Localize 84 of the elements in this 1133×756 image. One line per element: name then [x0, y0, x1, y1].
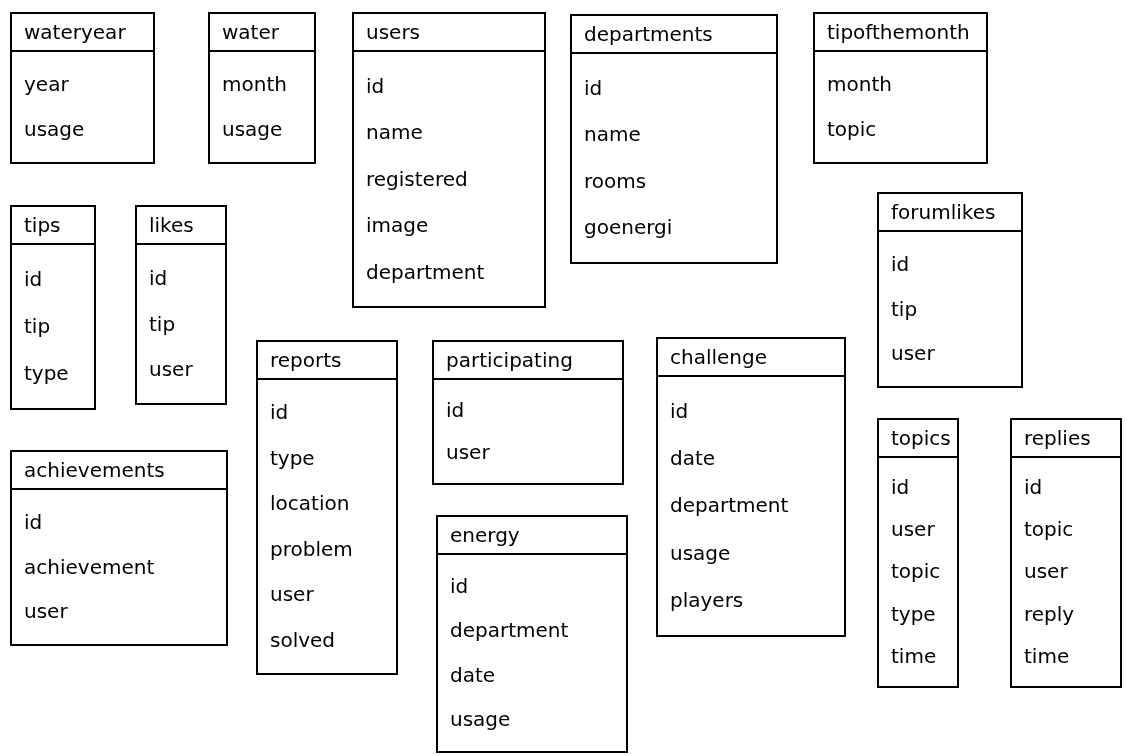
- field-name: user: [24, 599, 68, 625]
- field-name: usage: [222, 117, 283, 142]
- field-name: tip: [149, 311, 176, 337]
- field-name: month: [222, 72, 287, 97]
- field-name: year: [24, 72, 69, 97]
- field-name: location: [270, 491, 350, 517]
- field-name: reply: [1024, 601, 1075, 627]
- field-name: user: [149, 357, 193, 383]
- field-name: tip: [24, 314, 51, 339]
- field-name: department: [450, 618, 569, 644]
- field-name: id: [450, 574, 469, 600]
- table-box: [256, 340, 398, 675]
- table-box: [135, 205, 227, 405]
- table-box: [352, 12, 546, 308]
- field-name: time: [1024, 643, 1070, 669]
- field-name: id: [891, 475, 910, 501]
- field-name: date: [670, 446, 716, 472]
- field-name: type: [270, 445, 315, 471]
- field-name: solved: [270, 627, 336, 653]
- table-name: water: [210, 14, 314, 52]
- field-name: usage: [450, 706, 511, 732]
- field-name: user: [891, 341, 935, 367]
- table-name: departments: [572, 16, 776, 54]
- table-name: replies: [1012, 420, 1120, 458]
- field-name: id: [270, 400, 289, 426]
- field-name: tip: [891, 296, 918, 322]
- table-box: [656, 337, 846, 637]
- field-name: user: [446, 440, 490, 466]
- table-name: tipofthemonth: [815, 14, 986, 52]
- table-box: [208, 12, 316, 164]
- table-box: [877, 418, 959, 688]
- field-name: type: [891, 601, 936, 627]
- field-name: usage: [670, 540, 731, 566]
- field-name: id: [24, 267, 43, 292]
- table-box: [10, 12, 155, 164]
- table-box: [436, 515, 628, 753]
- table-box: [813, 12, 988, 164]
- field-name: id: [446, 397, 465, 423]
- field-name: topic: [891, 559, 941, 585]
- field-name: rooms: [584, 168, 647, 194]
- field-name: image: [366, 213, 429, 238]
- field-name: id: [1024, 475, 1043, 501]
- table-box: [570, 14, 778, 264]
- table-box: [10, 205, 96, 410]
- field-name: department: [670, 493, 789, 519]
- field-name: topic: [827, 117, 877, 142]
- table-name: energy: [438, 517, 626, 555]
- table-box: [10, 450, 228, 646]
- field-name: usage: [24, 117, 85, 142]
- field-name: name: [584, 122, 641, 148]
- field-name: id: [149, 265, 168, 291]
- field-name: date: [450, 662, 496, 688]
- field-name: user: [891, 517, 935, 543]
- table-name: likes: [137, 207, 225, 245]
- field-name: month: [827, 72, 892, 97]
- field-name: user: [270, 582, 314, 608]
- field-name: id: [584, 75, 603, 101]
- field-name: topic: [1024, 517, 1074, 543]
- table-box: [877, 192, 1023, 388]
- field-name: type: [24, 361, 69, 386]
- field-name: name: [366, 120, 423, 145]
- field-name: goenergi: [584, 215, 673, 241]
- field-name: department: [366, 259, 485, 285]
- field-name: id: [670, 399, 689, 425]
- table-box: [432, 340, 624, 485]
- field-name: registered: [366, 166, 468, 192]
- field-name: user: [1024, 559, 1068, 585]
- table-box: [1010, 418, 1122, 688]
- table-name: forumlikes: [879, 194, 1021, 232]
- table-name: tips: [12, 207, 94, 245]
- field-name: players: [670, 587, 744, 613]
- table-name: users: [354, 14, 544, 52]
- table-name: achievements: [12, 452, 226, 490]
- field-name: achievement: [24, 554, 155, 580]
- table-name: reports: [258, 342, 396, 380]
- table-name: topics: [879, 420, 957, 458]
- field-name: id: [366, 73, 385, 99]
- table-name: challenge: [658, 339, 844, 377]
- field-name: id: [891, 251, 910, 277]
- table-name: participating: [434, 342, 622, 380]
- field-name: id: [24, 509, 43, 535]
- table-name: wateryear: [12, 14, 153, 52]
- field-name: time: [891, 643, 937, 669]
- field-name: problem: [270, 536, 353, 562]
